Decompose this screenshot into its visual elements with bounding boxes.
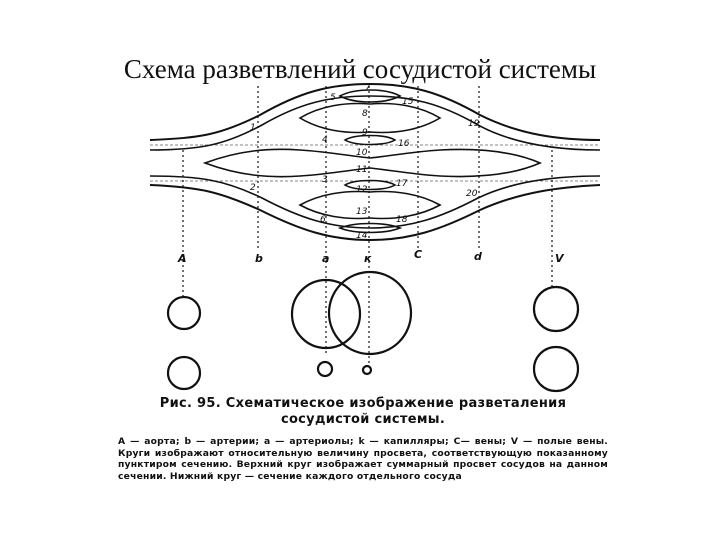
- caption-title-line1: Рис. 95. Схематическое изображение разве…: [118, 396, 608, 412]
- vessel-number-3: 3: [322, 175, 328, 185]
- caption-legend: A — аорта; b — артерии; a — артериолы; k…: [118, 436, 608, 482]
- upper-circle-k: [329, 272, 411, 354]
- vessel-number-7: 7: [365, 83, 371, 93]
- vessel-number-17: 17: [396, 179, 408, 189]
- central-lumen: [205, 149, 540, 176]
- vessel-number-15: 15: [402, 97, 414, 107]
- lower-loop-2: [345, 181, 395, 190]
- vessel-number-16: 16: [398, 139, 410, 149]
- vessel-number-5: 5: [330, 93, 336, 103]
- vessel-number-14: 14: [356, 231, 368, 241]
- upper-loop-3: [345, 136, 395, 145]
- upper-circle-A: [168, 297, 200, 329]
- vessel-number-11: 11: [356, 165, 367, 175]
- lower-circle-A: [168, 357, 200, 389]
- label-C: C: [414, 248, 422, 261]
- label-V: V: [555, 252, 565, 265]
- upper-circle-V: [534, 287, 578, 331]
- vessel-number-8: 8: [362, 109, 368, 119]
- vessel-number-19: 19: [468, 119, 480, 129]
- vessel-number-9: 9: [362, 128, 368, 138]
- upper-loop-1: [300, 104, 440, 133]
- vessel-number-2: 2: [250, 183, 256, 193]
- lower-circle-k: [363, 366, 371, 374]
- vessel-number-6: 6: [320, 215, 326, 225]
- label-k: к: [364, 252, 372, 265]
- caption-legend-line1: A — аорта; b — артерии; a — артериолы; k…: [118, 436, 449, 447]
- vessel-number-18: 18: [396, 215, 408, 225]
- vessel-lower-inner: [150, 176, 600, 228]
- vessel-number-12: 12: [356, 185, 368, 195]
- vessel-number-4: 4: [322, 135, 328, 145]
- label-d: d: [474, 250, 482, 263]
- label-a: a: [322, 252, 329, 265]
- vessel-number-1: 1: [250, 123, 256, 133]
- vessel-number-20: 20: [466, 189, 478, 199]
- lower-circle-V: [534, 347, 578, 391]
- figure-caption: Рис. 95. Схематическое изображение разве…: [118, 396, 608, 482]
- lower-circle-a: [318, 362, 332, 376]
- vessel-number-10: 10: [356, 148, 368, 158]
- vessel-number-13: 13: [356, 207, 368, 217]
- label-A: A: [177, 252, 187, 265]
- caption-title-line2: сосудистой системы.: [118, 412, 608, 428]
- label-b: b: [255, 252, 263, 265]
